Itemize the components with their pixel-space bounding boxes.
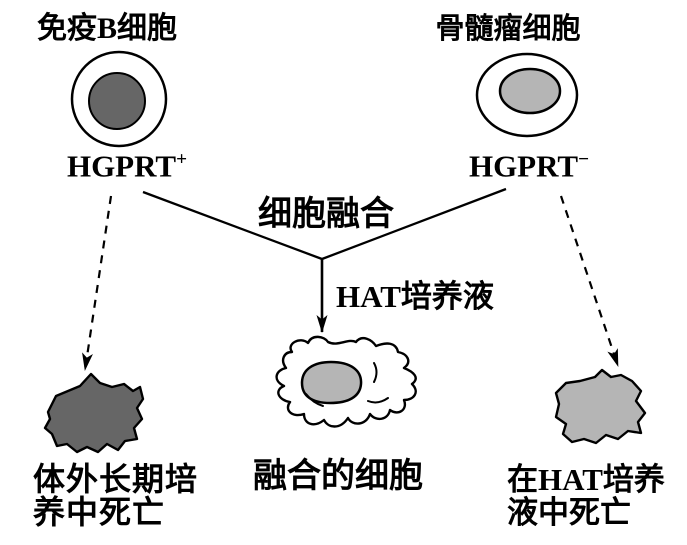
dead-myeloma-blob xyxy=(554,368,647,445)
death-arrow-right xyxy=(559,195,620,367)
right-death-line1: 在HAT培养 xyxy=(507,462,665,497)
death-arrow-left xyxy=(82,195,113,371)
hat-medium-label: HAT培养液 xyxy=(336,279,494,314)
cell-fusion-label: 细胞融合 xyxy=(258,196,394,233)
hgprt-plus-sign: + xyxy=(176,149,188,170)
fusion-line-left xyxy=(142,190,323,261)
left-death-line1: 体外长期培 xyxy=(33,461,199,497)
b-cell-label: 免疫B细胞 xyxy=(36,12,178,45)
myeloma-hgprt-label: HGPRT− xyxy=(468,148,590,184)
left-death-label: 体外长期培 养中死亡 xyxy=(33,463,198,529)
myeloma-cell-label: 骨髓瘤细胞 xyxy=(435,13,581,45)
fusion-line-right xyxy=(321,187,507,261)
left-death-line2: 养中死亡 xyxy=(33,494,166,530)
right-death-line2: 液中死亡 xyxy=(507,495,631,530)
dead-b-cell-blob xyxy=(43,372,145,454)
b-cell-hgprt-label: HGPRT+ xyxy=(66,148,188,184)
hgprt-base: HGPRT xyxy=(468,148,579,184)
fused-cell-label: 融合的细胞 xyxy=(253,458,423,495)
myeloma-nucleus xyxy=(498,67,562,115)
right-death-label: 在HAT培养 液中死亡 xyxy=(507,463,665,529)
hgprt-base: HGPRT xyxy=(66,148,177,184)
fused-cell-detail-stroke xyxy=(367,397,389,404)
fused-cell-detail-stroke xyxy=(373,362,378,383)
b-cell-nucleus xyxy=(88,72,146,130)
fused-cell-detail-stroke xyxy=(305,393,324,407)
fused-cell-nucleus xyxy=(300,360,363,405)
hgprt-minus-sign: − xyxy=(578,149,590,170)
